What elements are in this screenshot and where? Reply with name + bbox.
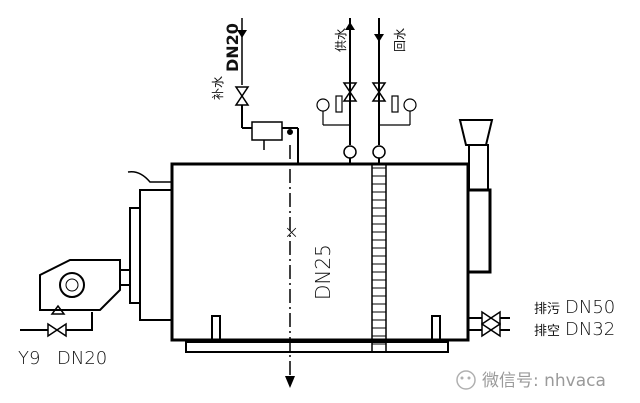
makeup-valve xyxy=(234,86,250,98)
burner-fan xyxy=(59,272,85,298)
return-arrow xyxy=(374,34,384,42)
vent-size-label: DN32 xyxy=(565,319,615,340)
burner-fan-hub xyxy=(65,278,79,292)
supply-pressure-gauge xyxy=(316,98,330,112)
blowdown-size-label: DN50 xyxy=(565,297,615,318)
control-line xyxy=(127,170,172,183)
makeup-tank xyxy=(251,121,283,141)
return-thermometer xyxy=(391,95,399,113)
flue-box xyxy=(468,188,492,274)
burner-flange xyxy=(129,207,141,304)
makeup-water-label: 补水 xyxy=(211,76,225,100)
main-pipe-size-label: DN25 xyxy=(311,244,335,300)
burner-housing xyxy=(39,259,121,311)
watermark-text: 微信号: nhvaca xyxy=(482,371,606,391)
vent-valve xyxy=(481,322,493,338)
return-flange xyxy=(372,145,386,159)
return-valve xyxy=(371,82,387,94)
centerline-x-mark: × xyxy=(284,222,299,243)
blowdown-label: 排污 xyxy=(534,302,560,317)
ladder-column xyxy=(371,164,387,352)
return-water-label: 回水 xyxy=(393,28,407,52)
strainer-label: Y9 xyxy=(18,348,40,369)
support-leg-left xyxy=(211,315,221,343)
lower-inlet-valve xyxy=(47,322,59,338)
supply-flange xyxy=(343,145,357,159)
supply-arrow xyxy=(345,22,355,30)
vent-label: 排空 xyxy=(534,324,560,339)
blowdown-valve xyxy=(481,310,493,326)
chimney xyxy=(468,144,489,191)
return-pressure-gauge xyxy=(403,98,417,112)
strainer-size-label: DN20 xyxy=(57,348,107,369)
makeup-size-label: DN20 xyxy=(223,23,242,72)
support-leg-right xyxy=(431,315,441,343)
burner-plate xyxy=(139,189,173,321)
boiler-base xyxy=(185,341,449,353)
supply-thermometer xyxy=(335,95,343,113)
wechat-icon xyxy=(456,370,476,390)
supply-valve xyxy=(342,82,358,94)
drain-arrow xyxy=(285,376,295,388)
supply-water-label: 供水 xyxy=(334,28,348,52)
chimney-cap xyxy=(458,119,494,146)
watermark: 微信号: nhvaca xyxy=(456,370,606,391)
